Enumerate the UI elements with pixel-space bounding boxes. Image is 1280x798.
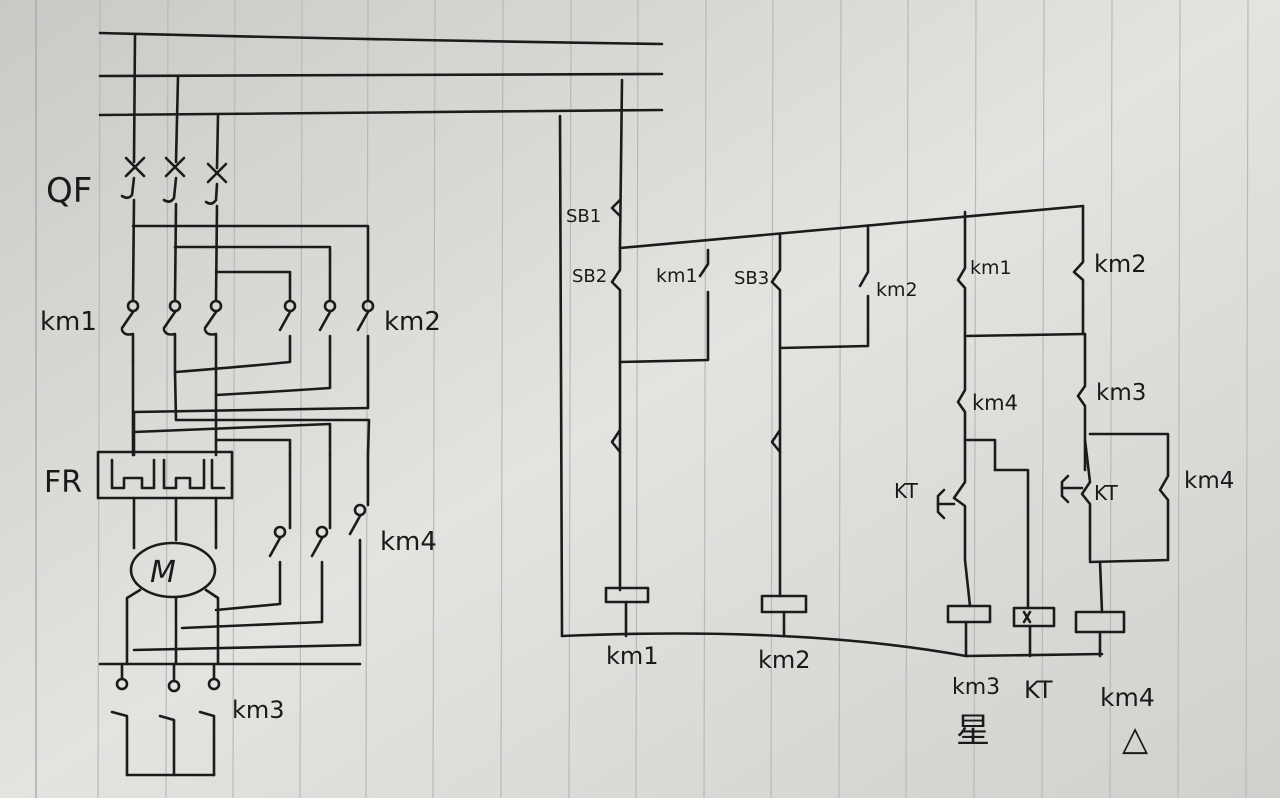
km2-main-contacts: [132, 299, 375, 414]
fr-label: FR: [44, 465, 82, 500]
km3-interlock-label: km3: [1096, 380, 1146, 406]
kt-right-contact: [1060, 432, 1170, 614]
km2-aux2-label: km2: [1094, 250, 1147, 278]
motor-label: M: [150, 555, 176, 590]
km4-main-contacts: [132, 503, 367, 652]
fr-thermal-relay: [96, 450, 234, 500]
kt-left-contact: [936, 438, 972, 608]
km4-hold-label: km4: [1184, 468, 1234, 494]
km4-main-label: km4: [380, 527, 437, 557]
supply-bus-l1: [98, 31, 664, 46]
coil-km1-label: km1: [606, 642, 659, 670]
motor: [129, 541, 217, 599]
km3-star-contacts: [110, 662, 221, 777]
sb2-label: SB2: [572, 266, 607, 287]
control-circuit: SB1 SB2 km1 SB3 km2 km1 km2 km4 km3 KT K…: [558, 78, 1234, 759]
sb1-stop-button: [610, 198, 622, 218]
coil-km4-label: km4: [1100, 683, 1155, 712]
supply-bus-l2: [98, 72, 664, 78]
qf-label: QF: [46, 171, 92, 211]
km1-main-contacts: [120, 299, 223, 397]
sb3-label: SB3: [734, 268, 769, 289]
km4-interlock-label: km4: [972, 391, 1018, 415]
coil-kt: [1012, 606, 1056, 628]
qf-breaker: [120, 156, 228, 205]
delta-label: △: [1122, 719, 1149, 759]
km1-aux-label: km1: [656, 265, 698, 287]
km2-main-label: km2: [384, 307, 441, 337]
notebook-rules: [35, 0, 1249, 798]
km2-aux-label: km2: [876, 279, 918, 301]
coil-kt-label: KT: [1024, 676, 1053, 704]
coil-km2-label: km2: [758, 646, 811, 674]
sb1-label: SB1: [566, 206, 601, 227]
kt-right-label: KT: [1094, 481, 1119, 505]
km3-main-label: km3: [232, 696, 285, 724]
kt-left-label: KT: [894, 479, 919, 503]
star-label: 星: [956, 711, 990, 751]
km1-main-label: km1: [40, 307, 97, 337]
power-circuit: M QF km1 km2 FR km4 km3: [40, 31, 664, 777]
coil-km3: [946, 604, 992, 624]
km1-aux2-label: km1: [970, 257, 1012, 279]
coil-km3-label: km3: [952, 675, 1000, 700]
